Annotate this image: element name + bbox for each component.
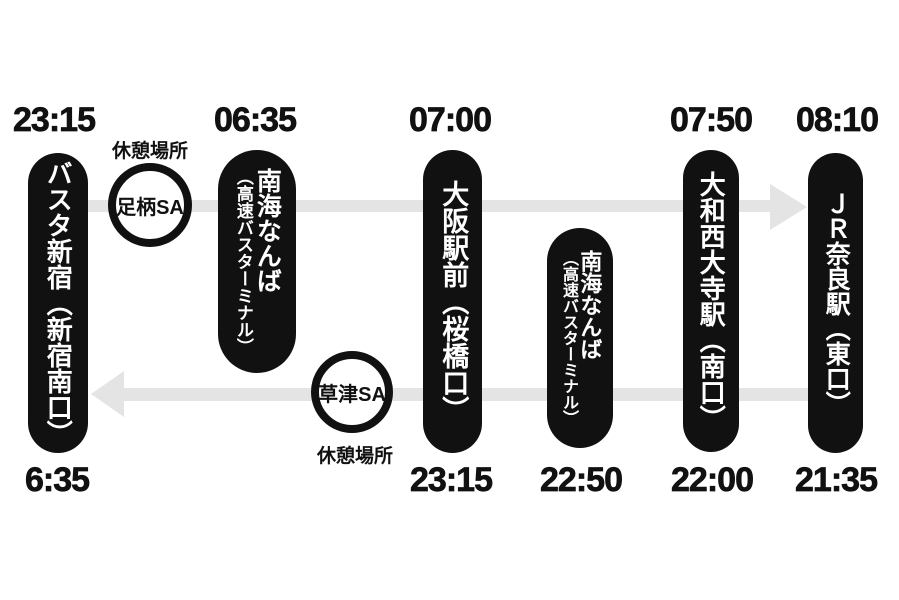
time-depart-busta-shinjuku: 23:15 (13, 101, 97, 140)
rest-stop-kusatsu-sa: 草津SA (311, 351, 393, 433)
station-name-sub: （高速バスターミナル） (233, 168, 253, 355)
time-arrive-jr-nara: 08:10 (796, 101, 880, 140)
rest-area-label-bottom: 休憩場所 (316, 446, 394, 467)
station-pill-nankai-namba-outbound: 南海なんば （高速バスターミナル） (218, 150, 296, 373)
right-arrow-icon (770, 184, 807, 230)
station-name: ＪＲ奈良駅（東口） (822, 190, 851, 416)
left-arrow-icon (91, 371, 124, 417)
station-name: 大阪駅前（桜橋口） (438, 180, 469, 423)
station-pill-jr-nara: ＪＲ奈良駅（東口） (808, 153, 863, 453)
time-arrive-osaka-ekimae: 07:00 (409, 101, 493, 140)
station-pill-busta-shinjuku: バスタ新宿（新宿南口） (28, 153, 88, 453)
station-pill-osaka-ekimae: 大阪駅前（桜橋口） (423, 150, 482, 453)
time-arrive-nankai-namba: 06:35 (214, 101, 298, 140)
station-name-sub: （高速バスターミナル） (559, 250, 577, 426)
station-name: 南海なんば (577, 250, 603, 360)
station-name: 南海なんば (253, 168, 282, 293)
time-depart-jr-nara: 21:35 (795, 461, 879, 500)
time-arrive-busta-shinjuku: 6:35 (24, 461, 91, 500)
rest-area-label-top: 休憩場所 (111, 141, 189, 162)
time-depart-yamato-saidaiji: 22:00 (671, 461, 755, 500)
station-name: 大和西大寺駅（南口） (696, 171, 727, 431)
station-pill-yamato-saidaiji: 大和西大寺駅（南口） (683, 150, 739, 452)
time-arrive-yamato-saidaiji: 07:50 (670, 101, 754, 140)
time-depart-nankai-namba: 22:50 (540, 461, 624, 500)
time-depart-osaka-ekimae: 23:15 (410, 461, 494, 500)
station-name: バスタ新宿（新宿南口） (43, 160, 74, 446)
rest-stop-name: 足柄SA (116, 196, 184, 219)
rest-stop-ashigara-sa: 足柄SA (108, 163, 192, 247)
rest-stop-name: 草津SA (318, 383, 386, 406)
station-pill-nankai-namba-return: 南海なんば （高速バスターミナル） (547, 228, 613, 448)
